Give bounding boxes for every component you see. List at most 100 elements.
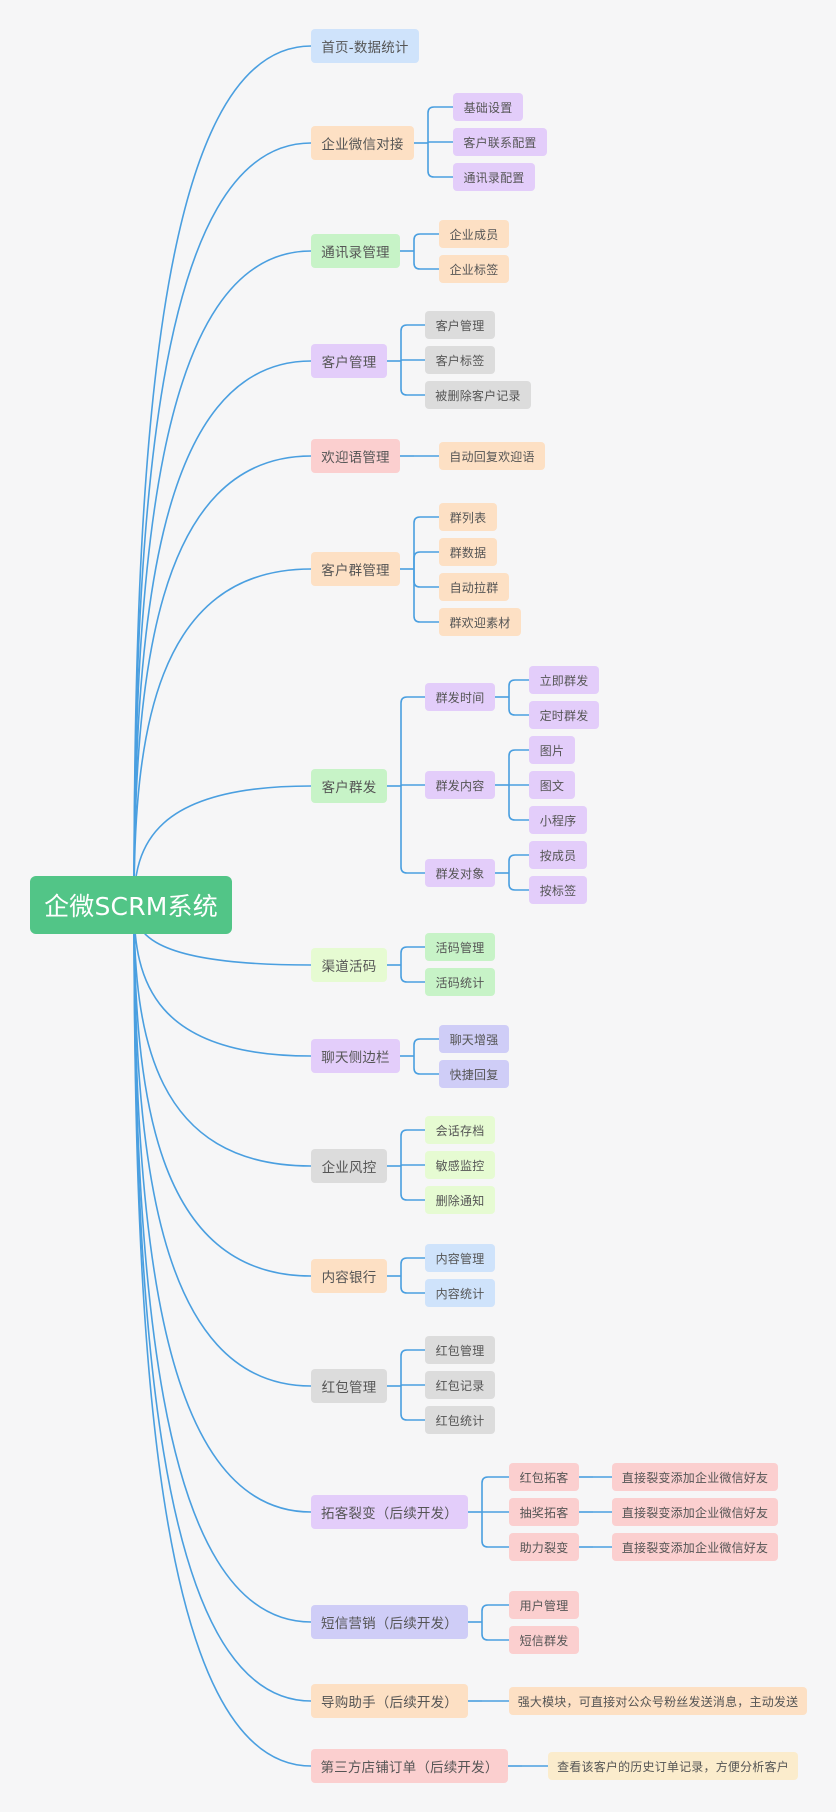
bracket-10-link-1 (400, 1276, 425, 1294)
branch-3-item-0[interactable]: 客户管理 (425, 311, 495, 339)
branch-6-item-0-sub-1[interactable]: 定时群发 (529, 701, 599, 729)
branch-curve-8 (133, 904, 312, 1057)
branch-11-item-2[interactable]: 红包统计 (425, 1406, 495, 1434)
branch-12[interactable]: 拓客裂变（后续开发） (311, 1495, 468, 1529)
branch-12-item-2[interactable]: 助力裂变 (509, 1533, 579, 1561)
branch-curve-11 (133, 904, 312, 1387)
bracket-13-link-1 (481, 1622, 509, 1641)
branch-curve-5 (133, 568, 312, 906)
branch-12-item-0[interactable]: 红包拓客 (509, 1463, 579, 1491)
branch-12-item-0-sub-0[interactable]: 直接裂变添加企业微信好友 (612, 1463, 778, 1491)
branch-10[interactable]: 内容银行 (311, 1259, 387, 1293)
bracket-7-link-0 (400, 946, 425, 965)
branch-13[interactable]: 短信营销（后续开发） (311, 1605, 468, 1639)
branch-2-item-1[interactable]: 企业标签 (439, 255, 509, 283)
bracket-6-link-2 (400, 786, 425, 874)
branch-curve-12 (133, 904, 312, 1513)
branch-curve-13 (133, 904, 312, 1623)
bracket-1-link-0 (427, 106, 453, 143)
bracket-5-link-3 (413, 569, 439, 623)
bracket-1-link-2 (427, 143, 453, 178)
bracket-6-0-link-1 (508, 697, 529, 716)
branch-5-item-3[interactable]: 群欢迎素材 (439, 608, 521, 636)
branch-10-item-0[interactable]: 内容管理 (425, 1244, 495, 1272)
branch-9-item-2[interactable]: 删除通知 (425, 1186, 495, 1214)
branch-4-item-0[interactable]: 自动回复欢迎语 (439, 442, 545, 470)
branch-6-item-1-sub-0[interactable]: 图片 (529, 736, 575, 764)
branch-15-item-0[interactable]: 查看该客户的历史订单记录，方便分析客户 (548, 1752, 798, 1780)
bracket-6-link-1 (400, 784, 425, 787)
branch-7-item-1[interactable]: 活码统计 (425, 968, 495, 996)
branch-curve-15 (133, 904, 312, 1767)
bracket-6-0-link-0 (508, 679, 529, 697)
branch-curve-2 (133, 250, 312, 906)
branch-6-item-1-sub-2[interactable]: 小程序 (529, 806, 587, 834)
branch-0[interactable]: 首页-数据统计 (311, 29, 419, 63)
branch-10-item-1[interactable]: 内容统计 (425, 1279, 495, 1307)
branch-9[interactable]: 企业风控 (311, 1149, 387, 1183)
bracket-5-link-2 (413, 569, 439, 588)
bracket-12-link-2 (481, 1512, 509, 1548)
branch-6-item-2-sub-1[interactable]: 按标签 (529, 876, 587, 904)
branch-7[interactable]: 渠道活码 (311, 948, 387, 982)
bracket-6-2-link-1 (508, 873, 529, 891)
bracket-7-link-1 (400, 965, 425, 983)
branch-11-item-1[interactable]: 红包记录 (425, 1371, 495, 1399)
branch-14[interactable]: 导购助手（后续开发） (311, 1684, 468, 1718)
branch-6-item-2-sub-0[interactable]: 按成员 (529, 841, 587, 869)
bracket-9-link-2 (400, 1166, 425, 1201)
branch-1-item-2[interactable]: 通讯录配置 (453, 163, 535, 191)
branch-8[interactable]: 聊天侧边栏 (311, 1039, 400, 1073)
branch-12-item-1-sub-0[interactable]: 直接裂变添加企业微信好友 (612, 1498, 778, 1526)
bracket-2-link-0 (413, 233, 439, 251)
branch-13-item-0[interactable]: 用户管理 (509, 1591, 579, 1619)
bracket-9-link-1 (400, 1164, 425, 1167)
branch-6-item-1[interactable]: 群发内容 (425, 771, 495, 799)
branch-3-item-1[interactable]: 客户标签 (425, 346, 495, 374)
branch-11-item-0[interactable]: 红包管理 (425, 1336, 495, 1364)
branch-2[interactable]: 通讯录管理 (311, 234, 400, 268)
branch-3-item-2[interactable]: 被删除客户记录 (425, 381, 531, 409)
bracket-11-link-1 (400, 1384, 425, 1387)
branch-curve-3 (133, 360, 312, 906)
branch-curve-4 (133, 455, 312, 906)
branch-6-item-2[interactable]: 群发对象 (425, 859, 495, 887)
branch-1[interactable]: 企业微信对接 (311, 126, 414, 160)
bracket-6-1-link-0 (508, 749, 529, 785)
branch-13-item-1[interactable]: 短信群发 (509, 1626, 579, 1654)
branch-8-item-0[interactable]: 聊天增强 (439, 1025, 509, 1053)
branch-3[interactable]: 客户管理 (311, 344, 387, 378)
branch-5[interactable]: 客户群管理 (311, 552, 400, 586)
branch-4[interactable]: 欢迎语管理 (311, 439, 400, 473)
bracket-2-link-1 (413, 251, 439, 270)
branch-5-item-1[interactable]: 群数据 (439, 538, 497, 566)
branch-12-item-1[interactable]: 抽奖拓客 (509, 1498, 579, 1526)
bracket-3-link-0 (400, 324, 425, 361)
branch-8-item-1[interactable]: 快捷回复 (439, 1060, 509, 1088)
bracket-5-link-1 (413, 551, 439, 569)
branch-6-item-0[interactable]: 群发时间 (425, 683, 495, 711)
branch-1-item-1[interactable]: 客户联系配置 (453, 128, 547, 156)
branch-6[interactable]: 客户群发 (311, 769, 387, 803)
branch-2-item-0[interactable]: 企业成员 (439, 220, 509, 248)
bracket-8-link-1 (413, 1056, 439, 1075)
branch-6-item-0-sub-0[interactable]: 立即群发 (529, 666, 599, 694)
branch-12-item-2-sub-0[interactable]: 直接裂变添加企业微信好友 (612, 1533, 778, 1561)
bracket-1-link-1 (427, 141, 453, 144)
branch-5-item-0[interactable]: 群列表 (439, 503, 497, 531)
branch-7-item-0[interactable]: 活码管理 (425, 933, 495, 961)
branch-15[interactable]: 第三方店铺订单（后续开发） (311, 1749, 508, 1783)
bracket-12-link-0 (481, 1476, 509, 1512)
branch-11[interactable]: 红包管理 (311, 1369, 387, 1403)
branch-14-item-0[interactable]: 强大模块，可直接对公众号粉丝发送消息，主动发送 (509, 1687, 807, 1715)
branch-5-item-2[interactable]: 自动拉群 (439, 573, 509, 601)
branch-6-item-1-sub-1[interactable]: 图文 (529, 771, 575, 799)
branch-curve-14 (133, 904, 312, 1702)
bracket-11-link-2 (400, 1386, 425, 1421)
branch-1-item-0[interactable]: 基础设置 (453, 93, 523, 121)
branch-9-item-0[interactable]: 会话存档 (425, 1116, 495, 1144)
root-node[interactable]: 企微SCRM系统 (30, 876, 232, 934)
branch-9-item-1[interactable]: 敏感监控 (425, 1151, 495, 1179)
